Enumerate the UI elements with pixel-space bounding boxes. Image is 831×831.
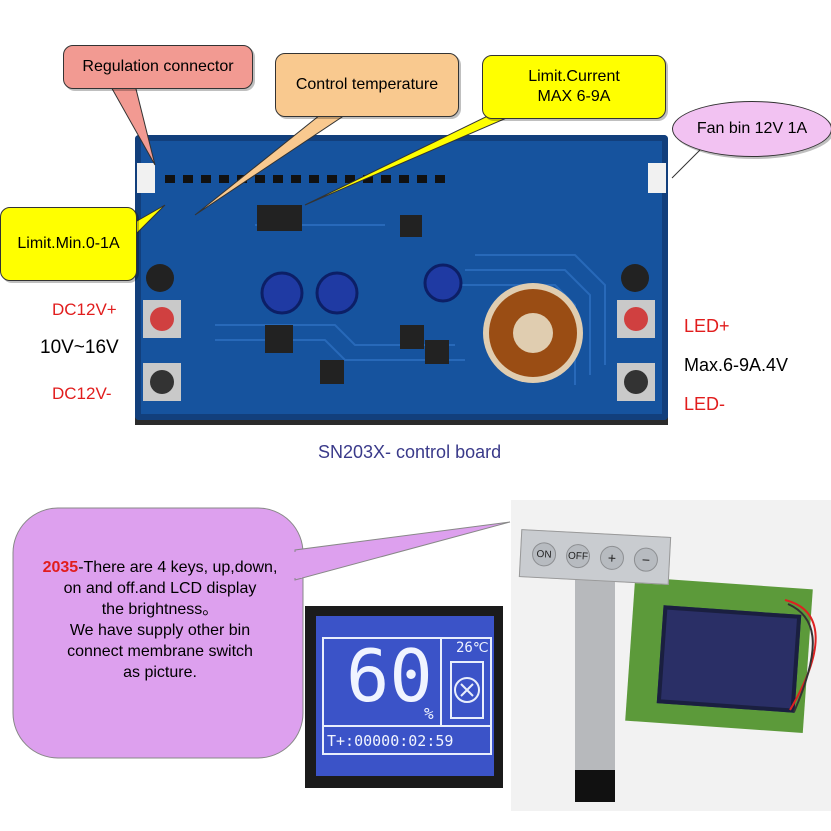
keypad-off-button[interactable]: OFF [565,543,591,569]
regulation-connector-text: Regulation connector [82,58,234,75]
limit-current-callout: Limit.Current MAX 6-9A [482,55,666,119]
lcd-brightness-value: 60 [346,634,433,718]
led-plus-label: LED+ [684,316,730,336]
max-current-label: Max.6-9A.4V [684,355,789,375]
limit-min-text: Limit.Min.0-1A [17,235,120,252]
lcd-divider [440,637,442,725]
lcd-temperature: 26℃ [456,640,489,656]
description-line-3: the brightness。 [101,601,219,618]
limit-min-callout: Limit.Min.0-1A [0,207,137,281]
dc-minus-label: DC12V- [52,384,112,403]
description-text: 2035-There are 4 keys, up,down, on and o… [20,557,300,683]
keypad-plus-button[interactable]: + [599,545,625,571]
description-line-1: 2035-There are 4 keys, up,down, [20,557,300,578]
description-line-6: as picture. [123,664,197,681]
description-line-4: We have supply other bin [69,622,251,639]
limit-current-line2: MAX 6-9A [537,88,611,105]
lcd-module-wires [784,599,817,713]
board-caption: SN203X- control board [318,442,502,462]
ribbon-cable [575,580,615,795]
regulation-connector-callout: Regulation connector [63,45,253,89]
lcd-percent-sign: % [424,704,434,723]
control-board-photo [135,135,668,420]
lcd-display-border [322,637,492,755]
description-line-5: connect membrane switch [67,643,253,660]
description-bubble-shape [12,507,511,759]
description-line-1-text: -There are 4 keys, up,down, [78,559,278,576]
ribbon-connector [575,770,615,802]
model-number: 2035 [42,559,79,576]
keypad-minus-button[interactable]: − [633,547,659,573]
dc-plus-label: DC12V+ [52,300,117,319]
lcd-timer: T+:00000:02:59 [327,732,454,750]
voltage-range-label: 10V~16V [40,337,119,358]
control-temperature-callout: Control temperature [275,53,459,117]
control-temperature-text: Control temperature [295,76,439,93]
keypad-on-button[interactable]: ON [531,541,557,567]
lcd-screen [316,616,494,776]
description-line-2: on and off.and LCD display [63,580,257,597]
limit-current-line1: Limit.Current [528,68,620,85]
fan-icon [450,661,484,719]
membrane-keypad: ON OFF + − [518,529,672,585]
fan-bin-text: Fan bin 12V 1A [696,120,808,137]
lcd-hline [324,725,490,727]
board-details [137,163,666,401]
led-minus-label: LED- [684,394,726,414]
fan-bin-callout: Fan bin 12V 1A [672,101,831,157]
